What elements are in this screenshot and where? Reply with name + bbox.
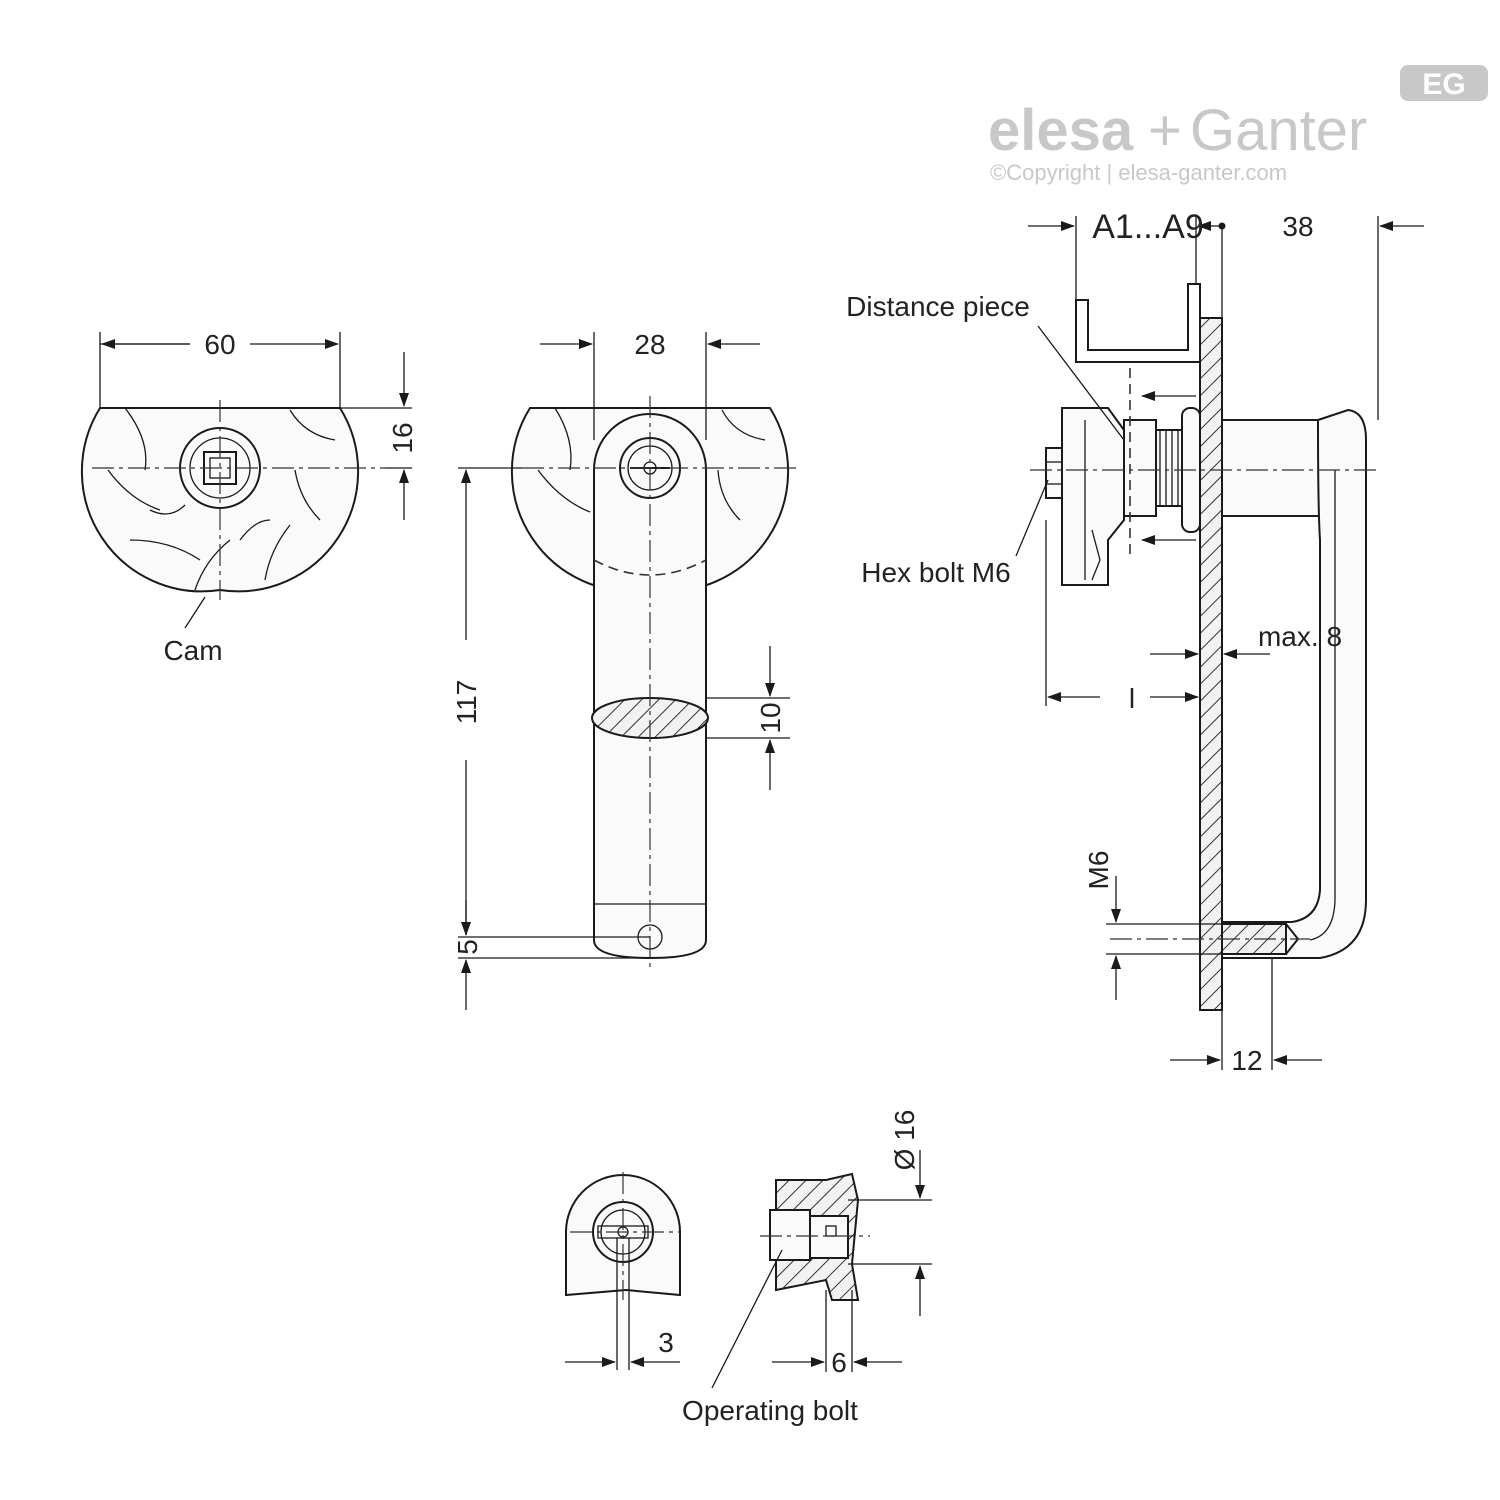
cam-side [1061, 407, 1125, 586]
label-operating-bolt: Operating bolt [682, 1395, 858, 1426]
copyright-text: ©Copyright | elesa-ganter.com [990, 160, 1287, 185]
dim-thread-depth: 12 [1231, 1045, 1262, 1076]
side-view: A1...A9 38 Distance piece Hex bolt M6 ma… [846, 208, 1424, 1076]
dim-thread: M6 [1083, 851, 1114, 890]
eg-badge [1400, 65, 1488, 101]
label-distance-piece: Distance piece [846, 291, 1030, 322]
frame-bracket [1075, 283, 1201, 363]
dim-lever-length: 117 [451, 680, 482, 725]
dim-bolt-depth: 6 [831, 1347, 847, 1378]
brand-plus: + [1148, 98, 1182, 163]
dim-lever-end: 5 [452, 939, 483, 955]
handle-boss [1221, 419, 1323, 517]
brand-elesa: elesa [988, 98, 1134, 163]
dim-diameter: Ø 16 [889, 1110, 920, 1171]
door-panel [1199, 317, 1223, 1011]
cam-pattern [107, 407, 336, 591]
dim-cam-height: 16 [387, 422, 418, 453]
distance-piece [1123, 419, 1157, 517]
dim-offset-range: A1...A9 [1092, 208, 1204, 246]
dim-wall-max: max. 8 [1258, 621, 1342, 652]
dim-cam-width: 60 [204, 329, 235, 360]
elesa-ganter-logo: EG elesa + Ganter ©Copyright | elesa-gan… [988, 65, 1488, 185]
cam-view: 60 16 Cam [80, 329, 418, 666]
brand-ganter: Ganter [1190, 98, 1367, 163]
dim-lever-section: 10 [755, 702, 786, 733]
lever-front-view: 28 117 5 10 [451, 329, 800, 1010]
hex-bolt [1045, 447, 1063, 499]
operating-bolt-view: 3 6 Ø 16 Operating bolt [565, 1110, 932, 1426]
eg-badge-text: EG [1422, 68, 1465, 101]
dim-lever-width: 28 [634, 329, 665, 360]
dim-length-l: l [1129, 683, 1135, 714]
dim-handle-depth: 38 [1282, 211, 1313, 242]
label-cam: Cam [163, 635, 222, 666]
label-hex-bolt: Hex bolt M6 [861, 557, 1010, 588]
dim-slot-width: 3 [658, 1327, 674, 1358]
